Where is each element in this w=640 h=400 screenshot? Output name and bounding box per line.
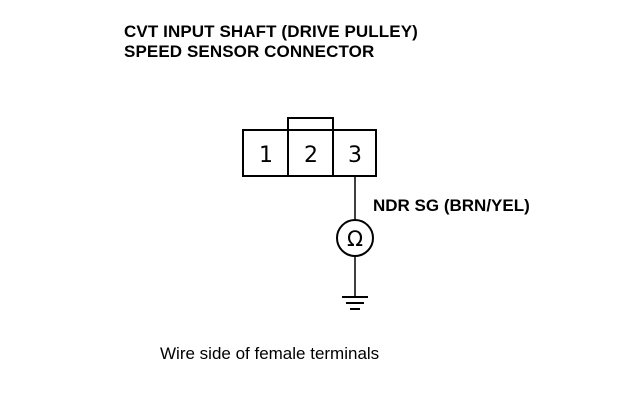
pin-2-label: 2 <box>304 143 318 168</box>
connector-lock-tab <box>287 117 334 130</box>
diagram-title: CVT INPUT SHAFT (DRIVE PULLEY) SPEED SEN… <box>124 22 418 62</box>
ohmmeter-icon: Ω <box>336 219 374 257</box>
title-line-2: SPEED SENSOR CONNECTOR <box>124 42 375 61</box>
wire-label: NDR SG (BRN/YEL) <box>373 196 530 215</box>
caption: Wire side of female terminals <box>160 344 380 363</box>
pin-3-label: 3 <box>348 143 362 168</box>
ohm-symbol: Ω <box>347 227 363 251</box>
pin-1-label: 1 <box>259 143 273 168</box>
title-line-1: CVT INPUT SHAFT (DRIVE PULLEY) <box>124 22 418 41</box>
ground-icon <box>342 296 368 310</box>
connector-body <box>242 129 377 177</box>
